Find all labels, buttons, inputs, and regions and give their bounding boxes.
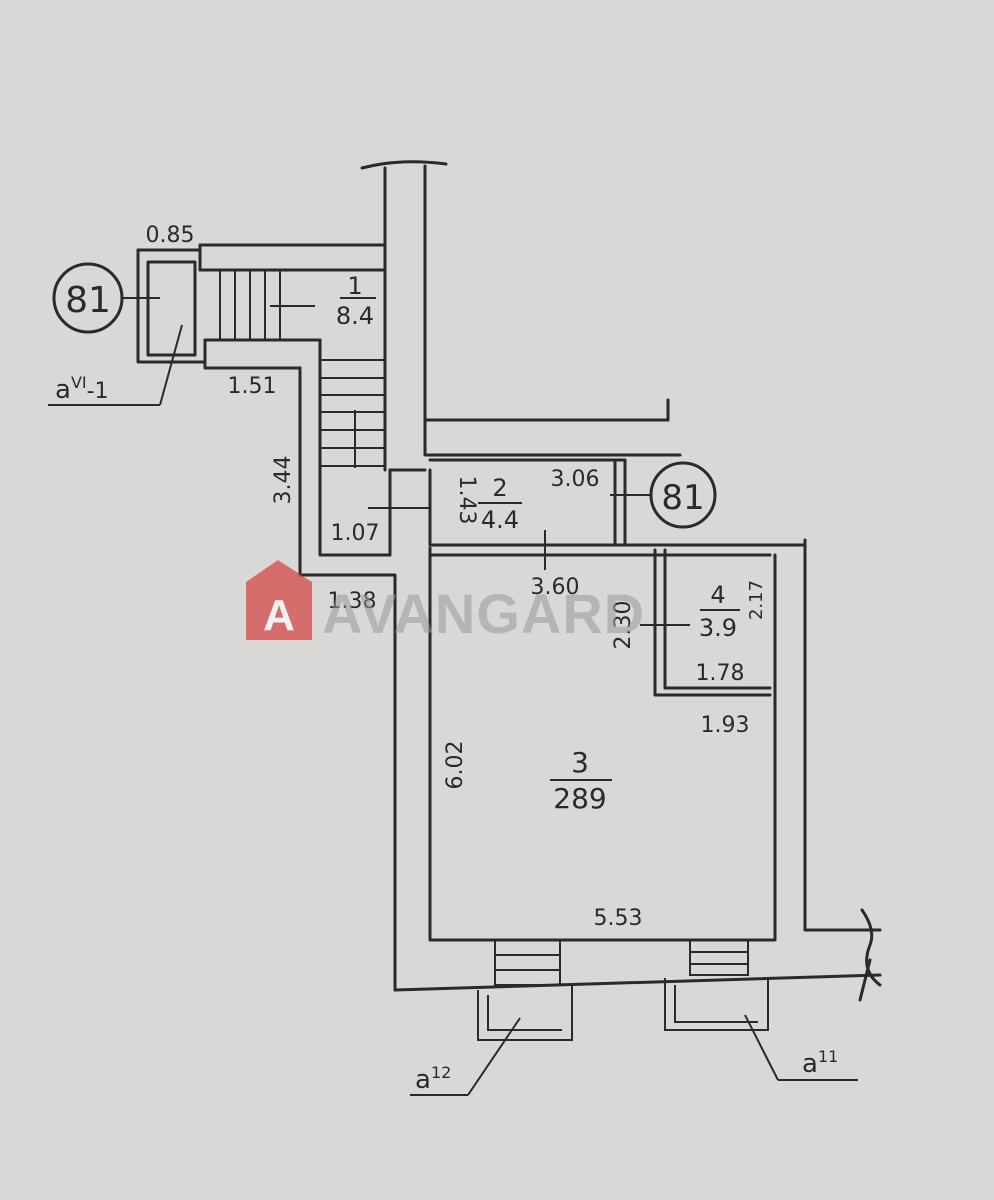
- leaders: [48, 297, 858, 1096]
- room-2-number: 2: [492, 474, 507, 502]
- watermark-logo-letter: A: [263, 591, 295, 640]
- dim-1-51: 1.51: [228, 374, 277, 399]
- dim-1-38: 1.38: [328, 589, 377, 614]
- room-1-number: 1: [347, 272, 362, 300]
- dim-1-93: 1.93: [701, 713, 750, 738]
- room-4-area: 3.9: [699, 614, 737, 642]
- room-4-number: 4: [710, 581, 725, 609]
- dim-5-53: 5.53: [594, 906, 643, 931]
- left-marker-text: 81: [65, 280, 111, 321]
- dim-3-06: 3.06: [551, 467, 600, 492]
- dim-6-02: 6.02: [443, 741, 468, 790]
- stairs: [219, 270, 769, 1041]
- right-marker-text: 81: [661, 478, 704, 518]
- dim-1-43: 1.43: [454, 476, 479, 525]
- dim-0-85: 0.85: [146, 223, 195, 248]
- stair-left-label: aVI-1: [55, 373, 109, 405]
- watermark-logo-icon: [246, 560, 312, 640]
- dim-1-07: 1.07: [331, 521, 380, 546]
- room-2-area: 4.4: [481, 506, 519, 534]
- room-1-area: 8.4: [336, 302, 374, 330]
- exit-right-label: a11: [802, 1047, 838, 1079]
- dim-1-78: 1.78: [696, 661, 745, 686]
- dim-2-30: 2.30: [611, 601, 636, 650]
- dim-2-17: 2.17: [746, 580, 767, 620]
- right-marker-circle: [649, 461, 717, 529]
- room-3-area: 289: [553, 782, 606, 815]
- exit-left-label: a12: [415, 1063, 451, 1095]
- watermark-text: AVANGARD: [322, 582, 645, 645]
- dim-3-44: 3.44: [271, 456, 296, 505]
- watermark: A AVANGARD: [246, 560, 645, 645]
- left-marker-circle: [52, 262, 124, 334]
- room-3-number: 3: [571, 746, 589, 779]
- dim-3-60: 3.60: [531, 575, 580, 600]
